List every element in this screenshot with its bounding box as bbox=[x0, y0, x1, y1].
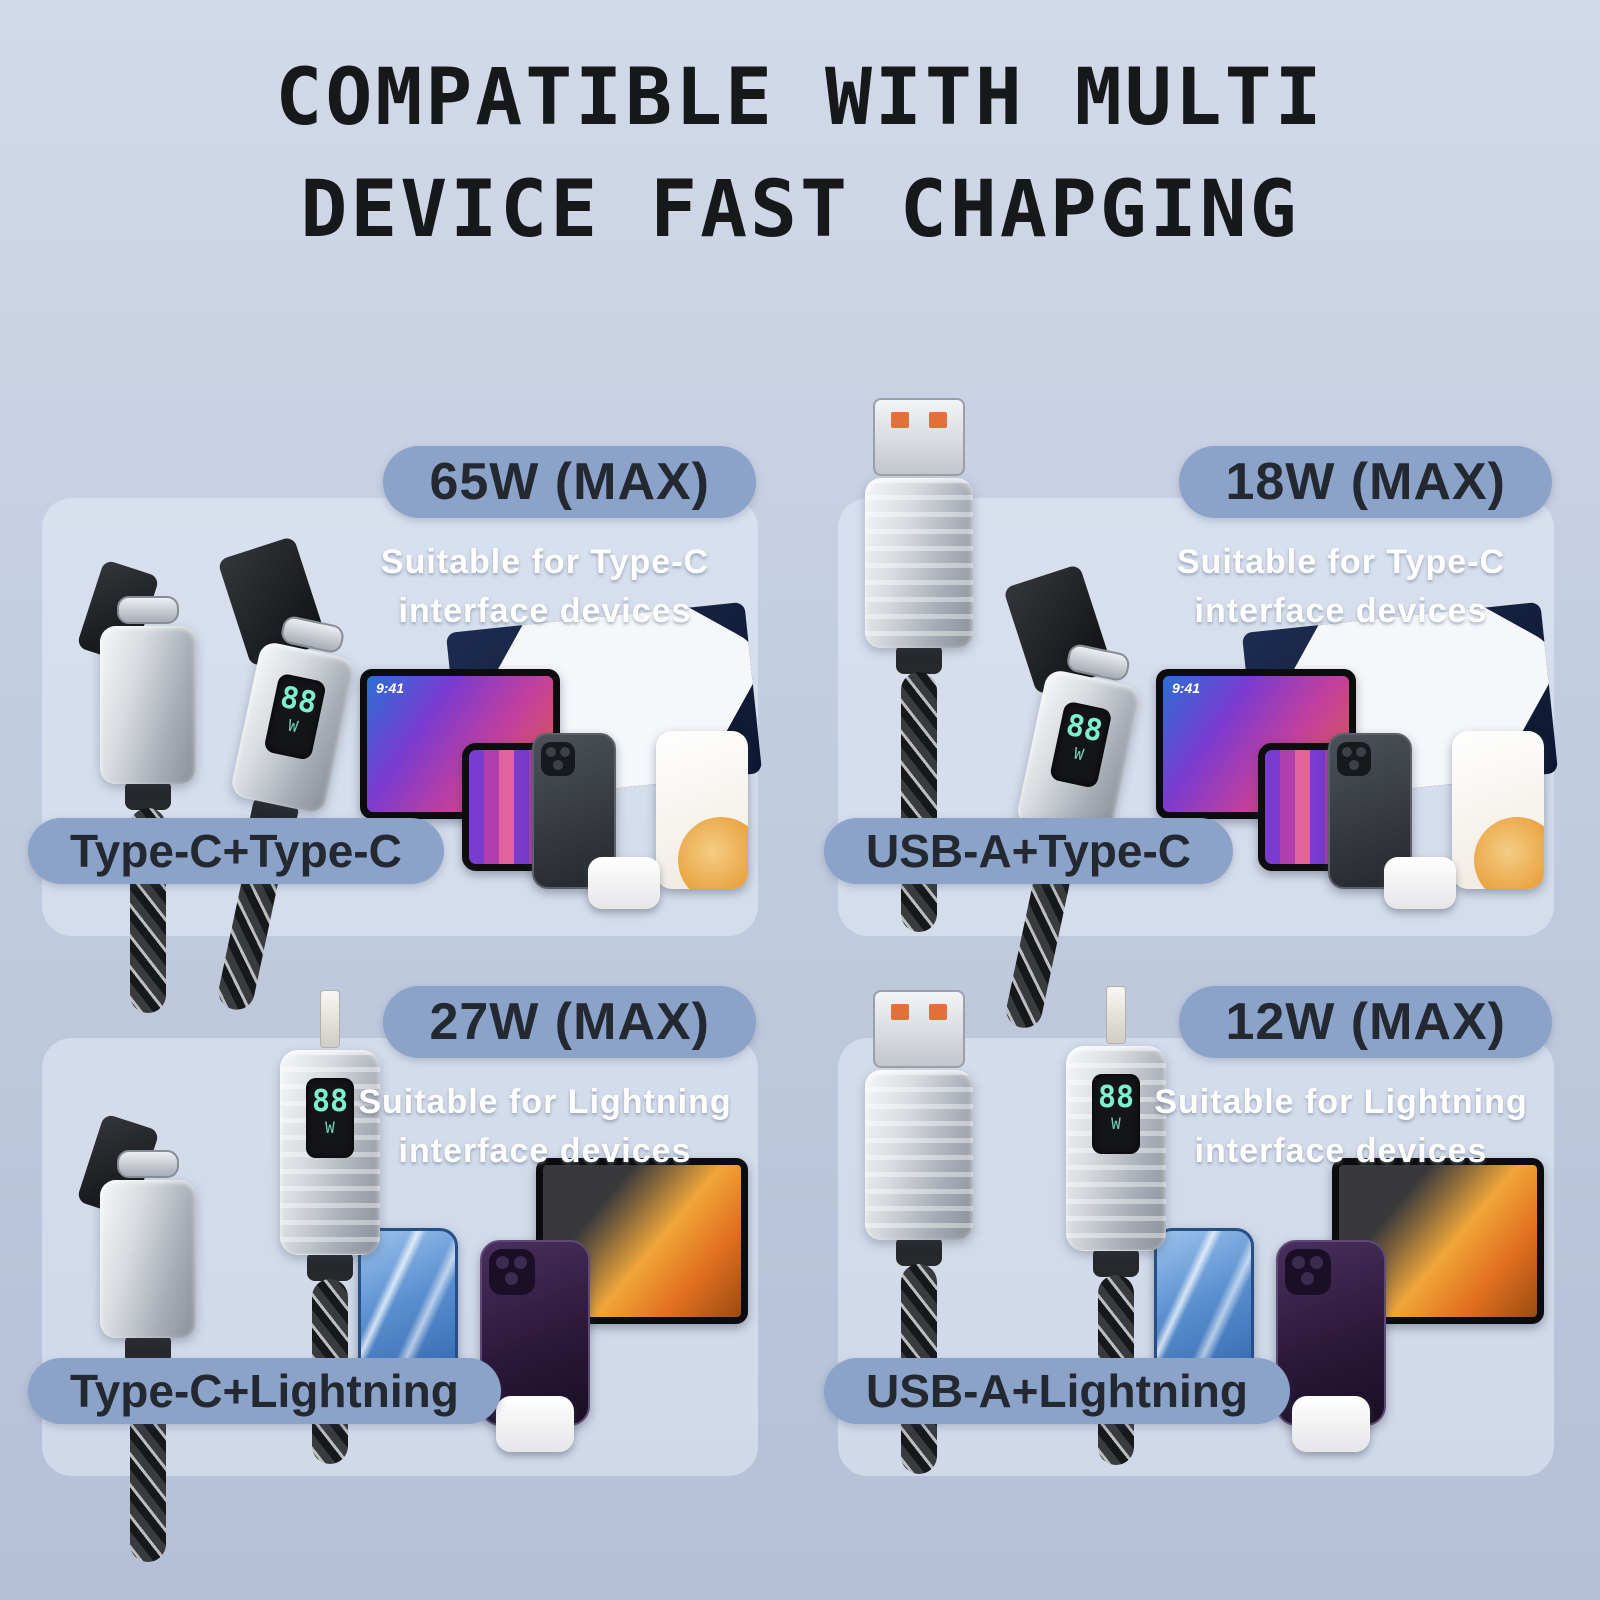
power-display-digits: 88 bbox=[1097, 1080, 1135, 1115]
title-line-2: DEVICE FAST CHAPGING bbox=[300, 165, 1300, 255]
usb-a-contact-icon bbox=[891, 412, 909, 428]
phone-flower-art bbox=[678, 817, 748, 889]
suitability-line-2: interface devices bbox=[1194, 592, 1488, 631]
usb-c-plug-icon bbox=[117, 596, 179, 624]
usb-a-contact-icon bbox=[929, 412, 947, 428]
cable-strain-relief bbox=[896, 1236, 942, 1266]
suitability-text: Suitable for Lightning interface devices bbox=[340, 1078, 750, 1177]
connector-combo-label: Type-C+Lightning bbox=[28, 1358, 501, 1424]
white-phone-device bbox=[1452, 731, 1544, 889]
cable-strain-relief bbox=[896, 644, 942, 674]
device-montage: 9:41 bbox=[1156, 601, 1559, 910]
suitability-line-2: interface devices bbox=[398, 592, 692, 631]
cable-strain-relief bbox=[307, 1251, 353, 1281]
power-display: 88 W bbox=[306, 1078, 354, 1158]
usb-c-plug-icon bbox=[117, 1150, 179, 1178]
power-display-unit: W bbox=[1111, 1114, 1121, 1133]
panel-18w-usb-a-type-c: 88 W 9:41 18W (MAX) Suitable for Type-C … bbox=[824, 398, 1559, 1032]
lightning-plug-icon bbox=[1106, 986, 1126, 1044]
lightning-connector-with-display: 88 W bbox=[1060, 986, 1172, 1465]
usb-a-contact-icon bbox=[929, 1004, 947, 1020]
connector-body: 88 W bbox=[229, 640, 357, 815]
connector-body bbox=[100, 1180, 196, 1338]
suitability-line-2: interface devices bbox=[398, 1132, 692, 1171]
suitability-line-1: Suitable for Type-C bbox=[380, 543, 710, 581]
connector-combo-label: USB-A+Type-C bbox=[824, 818, 1234, 884]
earbuds-case-device bbox=[496, 1396, 574, 1452]
combo-label-text: Type-C+Lightning bbox=[70, 1365, 459, 1417]
suitability-line-1: Suitable for Lightning bbox=[1154, 1083, 1528, 1121]
suitability-line-2: interface devices bbox=[1194, 1132, 1488, 1171]
combo-label-text: USB-A+Lightning bbox=[866, 1365, 1248, 1417]
white-phone-device bbox=[656, 731, 748, 889]
wattage-badge: 27W (MAX) bbox=[383, 986, 756, 1058]
earbuds-case-device bbox=[1292, 1396, 1370, 1452]
connector-group: 88 W bbox=[838, 398, 1218, 1032]
connector-body: 88 W bbox=[1066, 1046, 1166, 1251]
connector-body bbox=[865, 478, 973, 648]
iphone-camera-icon bbox=[1285, 1249, 1331, 1295]
connector-body: 88 W bbox=[280, 1050, 380, 1255]
power-display: 88 W bbox=[263, 672, 327, 761]
power-display-unit: W bbox=[325, 1118, 335, 1137]
iphone-camera-icon bbox=[541, 742, 575, 776]
usb-a-plug-icon bbox=[873, 398, 965, 476]
combo-label-text: Type-C+Type-C bbox=[70, 825, 402, 877]
usb-a-contact-icon bbox=[891, 1004, 909, 1020]
connector-body bbox=[865, 1070, 973, 1240]
wattage-badge: 12W (MAX) bbox=[1179, 986, 1552, 1058]
wattage-text: 27W (MAX) bbox=[429, 993, 710, 1051]
suitability-text: Suitable for Type-C interface devices bbox=[1136, 538, 1546, 637]
iphone-camera-icon bbox=[1337, 742, 1371, 776]
connector-body bbox=[100, 626, 196, 784]
wattage-badge: 65W (MAX) bbox=[383, 446, 756, 518]
wattage-text: 12W (MAX) bbox=[1225, 993, 1506, 1051]
power-display: 88 W bbox=[1092, 1074, 1140, 1154]
usb-a-connector bbox=[863, 398, 975, 932]
panel-27w-type-c-lightning: 88 W 27W (MAX) Suitable for Lightning in… bbox=[28, 986, 758, 1562]
lightning-plug-icon bbox=[320, 990, 340, 1048]
purple-iphone-device bbox=[1276, 1240, 1386, 1426]
ipad-clock: 9:41 bbox=[376, 680, 405, 696]
cable-strain-relief bbox=[125, 780, 171, 810]
braided-cable bbox=[901, 672, 937, 932]
device-montage: 9:41 bbox=[360, 601, 763, 910]
connector-group: 88 W bbox=[838, 986, 1218, 1476]
suitability-line-1: Suitable for Lightning bbox=[358, 1083, 732, 1121]
power-display-digits: 88 bbox=[311, 1084, 349, 1119]
usb-c-connector bbox=[76, 504, 204, 1013]
panel-65w-type-c-type-c: 88 W 9:41 65W (MAX) Suitable for Type-C … bbox=[28, 446, 763, 1013]
combo-label-text: USB-A+Type-C bbox=[866, 825, 1192, 877]
suitability-text: Suitable for Type-C interface devices bbox=[340, 538, 750, 637]
power-display: 88 W bbox=[1048, 700, 1113, 789]
phone-flower-art bbox=[1474, 817, 1544, 889]
iphone-camera-icon bbox=[489, 1249, 535, 1295]
cable-strain-relief bbox=[1093, 1247, 1139, 1277]
ipad-clock: 9:41 bbox=[1172, 680, 1201, 696]
earbuds-case-device bbox=[1384, 857, 1456, 909]
title-line-1: COMPATIBLE WITH MULTI bbox=[275, 53, 1325, 143]
lightning-connector-with-display: 88 W bbox=[274, 990, 386, 1464]
connector-combo-label: USB-A+Lightning bbox=[824, 1358, 1290, 1424]
suitability-line-1: Suitable for Type-C bbox=[1176, 543, 1506, 581]
wattage-text: 18W (MAX) bbox=[1225, 453, 1506, 511]
wattage-text: 65W (MAX) bbox=[429, 453, 710, 511]
usb-c-connector bbox=[76, 1058, 204, 1562]
usb-a-plug-icon bbox=[873, 990, 965, 1068]
wattage-badge: 18W (MAX) bbox=[1179, 446, 1552, 518]
panel-12w-usb-a-lightning: 88 W 12W (MAX) Suitable for Lightning in… bbox=[824, 986, 1554, 1476]
suitability-text: Suitable for Lightning interface devices bbox=[1136, 1078, 1546, 1177]
connector-body: 88 W bbox=[1015, 668, 1142, 843]
earbuds-case-device bbox=[588, 857, 660, 909]
page-title: COMPATIBLE WITH MULTI DEVICE FAST CHAPGI… bbox=[0, 42, 1600, 266]
connector-combo-label: Type-C+Type-C bbox=[28, 818, 444, 884]
